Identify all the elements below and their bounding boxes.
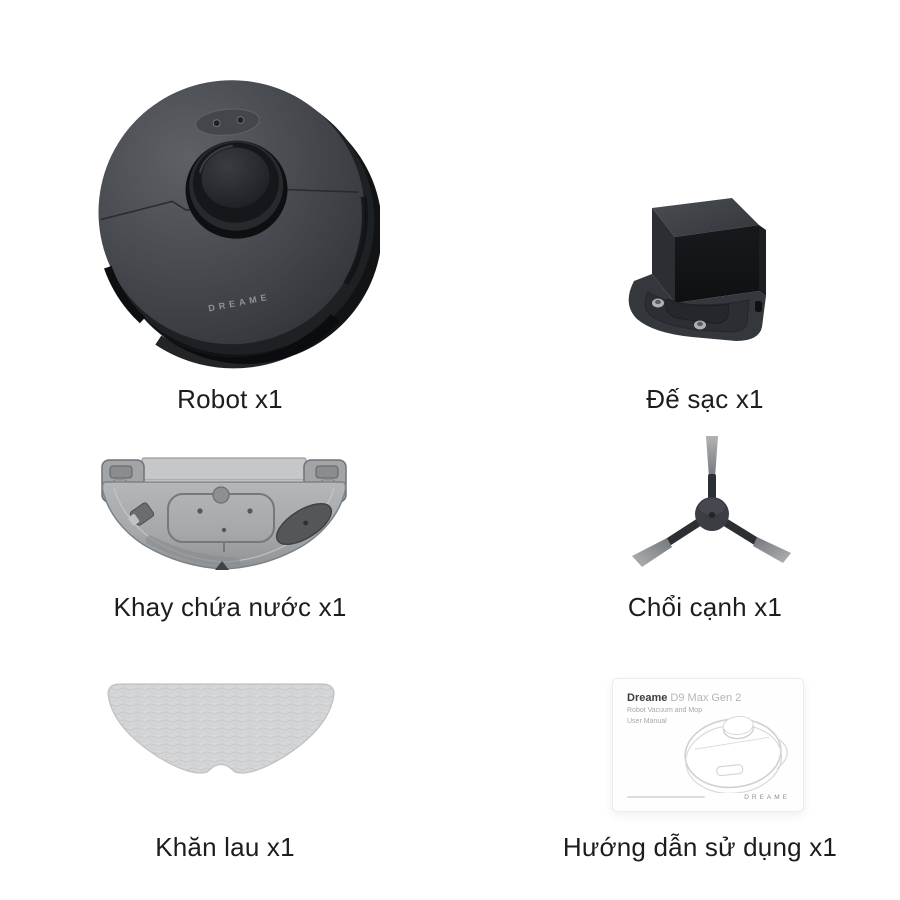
tray-connector: [128, 502, 155, 526]
caption-manual: Hướng dẫn sử dụng x1: [562, 832, 838, 862]
robot-lidar-turret: [185, 140, 288, 239]
manual-model: D9 Max Gen 2: [670, 692, 742, 704]
manual-fine-print: [627, 796, 705, 798]
manual-doc-type: User Manual: [627, 718, 667, 725]
manual-brand: Dreame: [627, 692, 668, 704]
caption-water-tray: Khay chứa nước x1: [113, 592, 347, 622]
manual-title: Dreame D9 Max Gen 2: [627, 692, 741, 704]
manual-footer-brand: DREAME: [744, 794, 790, 801]
mop-cloth-image: [107, 683, 335, 774]
caption-mop-cloth: Khăn lau x1: [155, 832, 295, 862]
robot-vacuum-image: DREAME: [98, 80, 380, 369]
robot-sensor-panel: [195, 108, 261, 137]
caption-side-brush: Chổi cạnh x1: [627, 592, 783, 622]
charging-dock-image: [628, 198, 766, 341]
tray-pad-right: [275, 502, 333, 546]
charging-contacts: [652, 298, 706, 330]
caption-dock: Đế sạc x1: [646, 384, 764, 414]
brush-hub: [695, 497, 729, 531]
caption-robot: Robot x1: [177, 384, 283, 414]
manual-subtitle: Robot Vacuum and Mop: [627, 707, 702, 714]
water-tray-image: [101, 457, 347, 570]
side-brush-image: [632, 436, 791, 567]
user-manual-image: Dreame D9 Max Gen 2 Robot Vacuum and Mop…: [612, 678, 804, 812]
manual-robot-sketch-icon: [684, 715, 788, 793]
